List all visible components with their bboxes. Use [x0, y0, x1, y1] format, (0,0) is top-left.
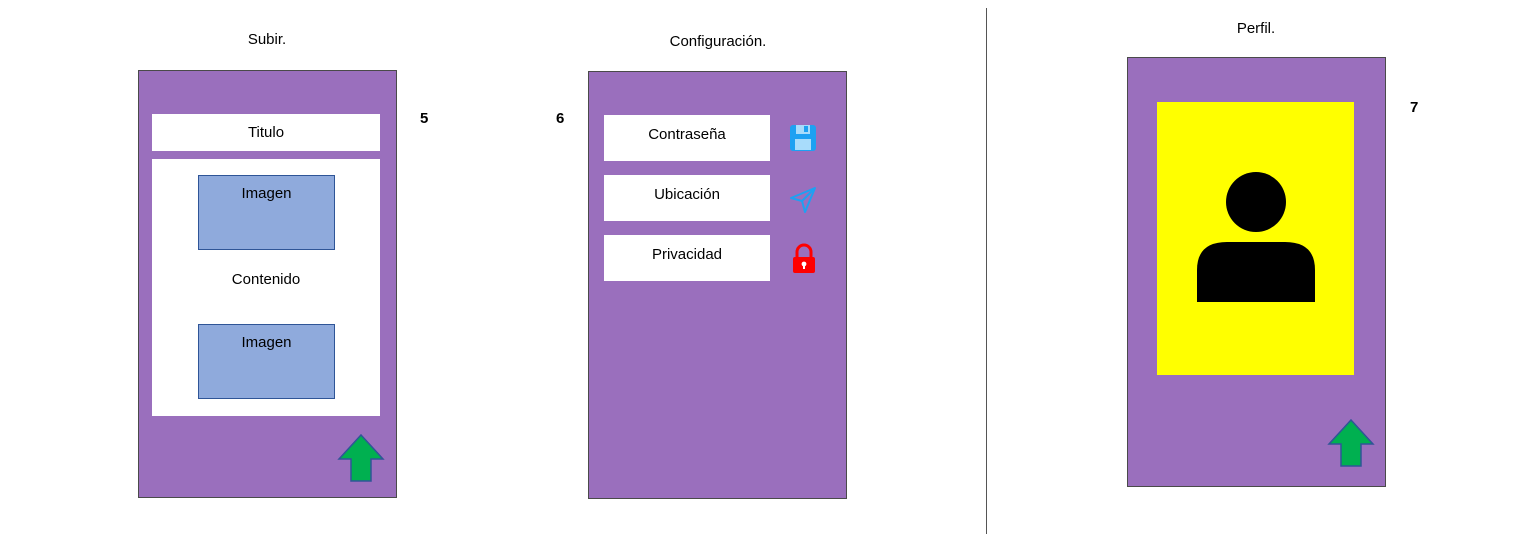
option-ubicacion[interactable]: Ubicación [604, 175, 770, 221]
content-label: Contenido [231, 271, 301, 288]
caption-perfil: Perfil. [1236, 20, 1276, 37]
option-privacidad[interactable]: Privacidad [604, 235, 770, 281]
image-placeholder-2: Imagen [198, 324, 335, 399]
screen-number-7: 7 [1410, 99, 1419, 116]
location-arrow-icon [789, 186, 817, 214]
phone-subir: Titulo Imagen Contenido Imagen [138, 70, 397, 498]
upload-arrow-icon[interactable] [336, 433, 386, 483]
caption-subir: Subir. [247, 31, 287, 48]
caption-configuracion: Configuración. [669, 33, 767, 50]
screen-number-6: 6 [556, 110, 565, 127]
lock-icon [791, 243, 817, 275]
upload-arrow-icon[interactable] [1326, 418, 1376, 468]
title-field[interactable]: Titulo [152, 114, 380, 151]
content-panel: Imagen Contenido Imagen [152, 159, 380, 416]
save-icon [789, 124, 817, 152]
phone-perfil [1127, 57, 1386, 487]
option-contrasena[interactable]: Contraseña [604, 115, 770, 161]
user-avatar-icon [1197, 172, 1315, 302]
screen-number-5: 5 [420, 110, 429, 127]
avatar-panel [1157, 102, 1354, 375]
section-divider [986, 8, 987, 534]
image-placeholder-1: Imagen [198, 175, 335, 250]
phone-configuracion: Contraseña Ubicación Privacidad [588, 71, 847, 499]
